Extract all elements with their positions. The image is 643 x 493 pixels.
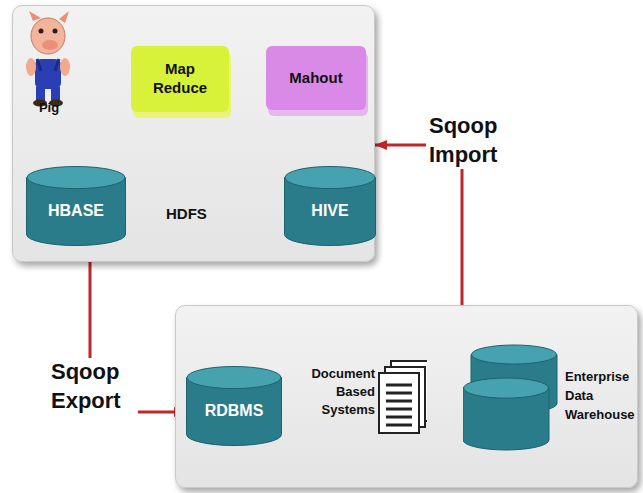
warehouse-cylinders <box>463 344 639 452</box>
node-label: HBASE <box>26 202 126 220</box>
edge-label: Sqoop Import <box>426 112 512 169</box>
mapreduce-box: Map Reduce <box>131 46 229 112</box>
node-label: Pig <box>19 100 79 115</box>
warehouse: Enterprise Data Warehouse <box>463 344 639 452</box>
node-label: Mahout <box>289 69 342 88</box>
hive-cylinder: HIVE <box>284 166 376 246</box>
node-label: HDFS <box>166 205 207 222</box>
node-label: HIVE <box>284 202 376 220</box>
node-label: RDBMS <box>186 402 282 420</box>
hadoop-panel: HDFS Pig Map Reduce MahoutHBASE HIVE <box>12 5 375 262</box>
rdbms-cylinder: RDBMS <box>186 366 282 446</box>
mahout-box: Mahout <box>266 46 366 110</box>
node-label: Map Reduce <box>149 60 211 98</box>
hbase-cylinder: HBASE <box>26 166 126 246</box>
node-label: Document Based Systems <box>301 365 375 420</box>
edge-label: Sqoop Export <box>48 358 138 415</box>
document-systems: Document Based Systems <box>299 359 427 441</box>
node-label: Enterprise Data Warehouse <box>565 368 639 425</box>
source-panel: RDBMS Document Based Systems Enterprise Da… <box>175 305 638 488</box>
pig-tool: Pig <box>19 9 79 117</box>
